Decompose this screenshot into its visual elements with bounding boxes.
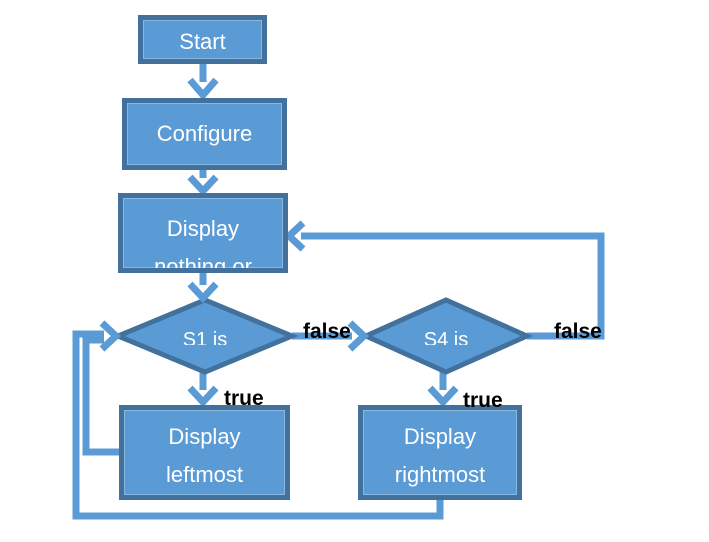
- display-nothing-line2: nothing or: [154, 254, 252, 273]
- edge-label-s4-true: true: [463, 389, 503, 412]
- display-rightmost-line1: Display: [403, 424, 477, 449]
- display-nothing-line1: Display: [166, 216, 240, 241]
- display-nothing-node: Display nothing or: [118, 193, 288, 273]
- edge-rightmost-loop-s1: [72, 330, 444, 520]
- display-leftmost-line2: leftmost: [165, 462, 244, 487]
- start-node: Start: [138, 15, 267, 64]
- edge-label-s4-false: false: [554, 320, 602, 343]
- display-leftmost-node: Display leftmost: [119, 405, 290, 500]
- display-rightmost-line2: rightmost: [394, 462, 486, 487]
- display-rightmost-node: Display rightmost: [358, 405, 522, 500]
- edge-label-s1-false: false: [303, 320, 351, 343]
- configure-node-label: Configure: [156, 121, 253, 146]
- edge-label-s1-true: true: [224, 387, 264, 410]
- arrowhead-into-display-nothing-top: [187, 174, 219, 197]
- s4-diamond-shape: [359, 297, 534, 375]
- arrowhead-into-leftmost: [187, 385, 219, 408]
- arrowhead-into-s4-left: [347, 320, 370, 352]
- edge-s4-false-loop: [301, 232, 605, 340]
- arrowhead-into-s1-left: [99, 320, 122, 352]
- start-node-label: Start: [179, 28, 226, 54]
- arrowhead-into-display-nothing-right: [283, 220, 306, 252]
- arrowhead-into-rightmost: [427, 385, 459, 408]
- configure-node: Configure: [122, 98, 287, 170]
- s4-diamond-label: S4 is: [423, 329, 469, 345]
- arrowhead-into-s1-top: [187, 281, 219, 304]
- arrowhead-into-configure: [187, 77, 219, 101]
- edge-leftmost-loop-s1: [82, 336, 119, 456]
- display-leftmost-line1: Display: [168, 424, 241, 449]
- s1-diamond-shape: [111, 297, 299, 375]
- s1-diamond-label: S1 is: [182, 329, 228, 345]
